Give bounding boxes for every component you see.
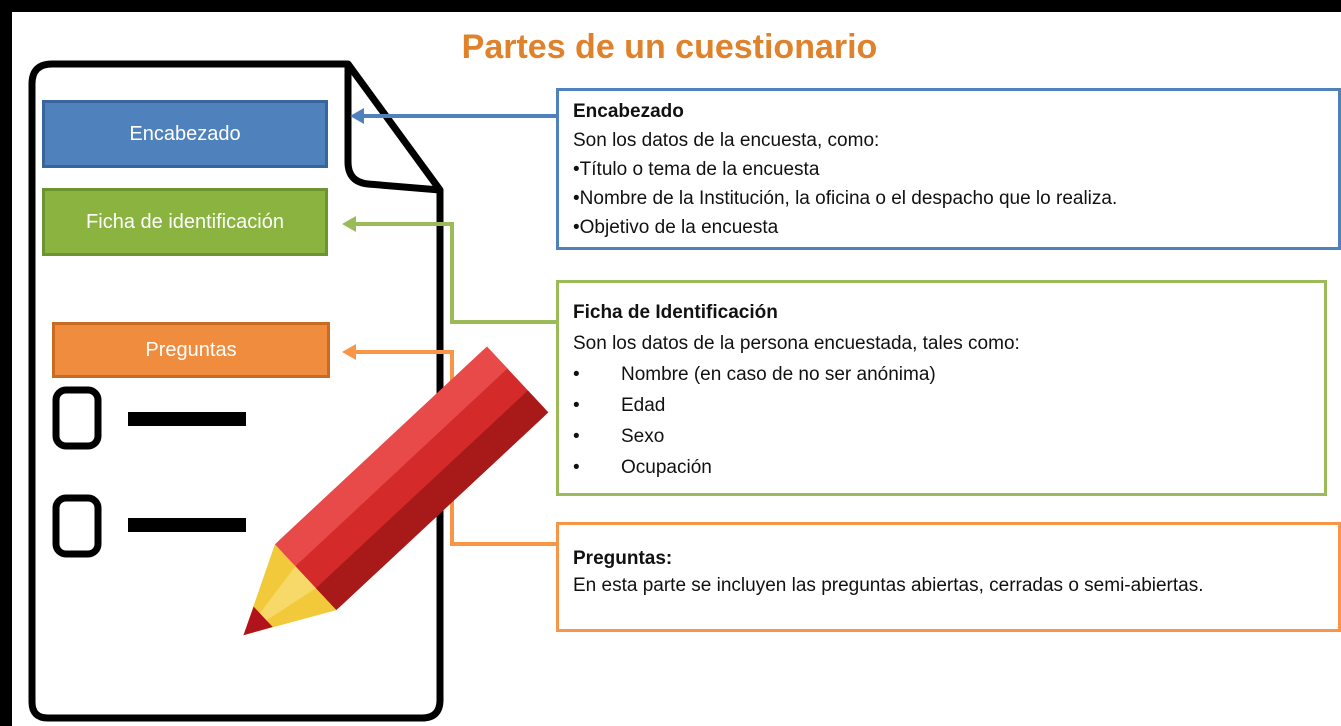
box-heading: Preguntas: [573,548,673,569]
box-heading: Encabezado [573,101,684,122]
box-intro: Son los datos de la persona encuestada, … [573,333,1020,354]
answer-line [128,412,246,426]
connector-ficha [350,222,556,324]
checkbox-icon [52,386,102,450]
preguntas-description-box: Preguntas: En esta parte se incluyen las… [556,522,1341,632]
arrowhead-icon [350,108,364,124]
list-item: • Sexo [573,421,1310,452]
list-item: •Objetivo de la encuesta [573,217,779,238]
list-item-text: Edad [621,395,666,416]
pencil-icon [243,346,549,636]
doc-section-encabezado: Encabezado [42,100,328,168]
ficha-description-box: Ficha de Identificación Son los datos de… [556,280,1327,496]
arrowhead-icon [342,344,356,360]
encabezado-description-box: Encabezado Son los datos de la encuesta,… [556,88,1341,250]
list-item-text: Nombre (en caso de no ser anónima) [621,364,936,385]
doc-section-ficha: Ficha de identificación [42,188,328,256]
list-item-text: Sexo [621,426,665,447]
list-item-text: Ocupación [621,457,712,478]
bullet: • [573,457,580,478]
answer-line [128,518,246,532]
box-heading: Ficha de Identificación [573,302,778,323]
arrowhead-icon [342,216,356,232]
list-item: • Edad [573,390,1310,421]
list-item: •Nombre de la Institución, la oficina o … [573,188,1118,209]
checkbox-icon [52,494,102,558]
box-text: En esta parte se incluyen las preguntas … [573,575,1204,596]
list-item: • Ocupación [573,452,1310,483]
box-intro: Son los datos de la encuesta, como: [573,130,880,151]
document-fold [344,64,441,194]
diagram-canvas: Partes de un cuestionario Encabezado Fic… [12,12,1341,726]
doc-section-preguntas: Preguntas [52,322,330,378]
bullet: • [573,426,580,447]
list-item: •Título o tema de la encuesta [573,159,820,180]
list-item: • Nombre (en caso de no ser anónima) [573,359,1310,390]
page-title: Partes de un cuestionario [461,28,878,66]
bullet: • [573,395,580,416]
bullet: • [573,364,580,385]
